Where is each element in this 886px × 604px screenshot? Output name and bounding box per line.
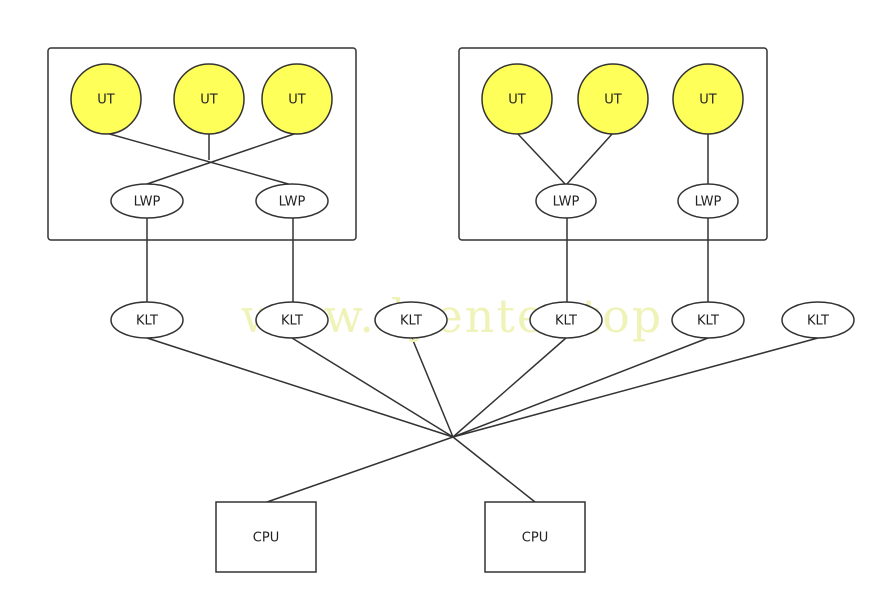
edge-klt1-junction: [146, 337, 454, 438]
klt-node: KLT: [374, 301, 448, 339]
process-box-right: [458, 47, 768, 241]
lwp-label: LWP: [695, 195, 722, 210]
klt-label: KLT: [807, 314, 829, 329]
cpu-label: CPU: [522, 531, 548, 546]
ut-label: UT: [604, 93, 622, 108]
klt-label: KLT: [136, 314, 158, 329]
klt-node: KLT: [671, 301, 745, 339]
lwp-node: LWP: [535, 183, 597, 219]
klt-label: KLT: [697, 314, 719, 329]
lwp-label: LWP: [553, 195, 580, 210]
connector-lines: [105, 132, 819, 503]
cpu-node: CPU: [484, 501, 586, 573]
cpu-node: CPU: [215, 501, 317, 573]
lwp-node: LWP: [255, 183, 329, 219]
klt-node: KLT: [781, 301, 855, 339]
ut-label: UT: [508, 93, 526, 108]
klt-label: KLT: [281, 314, 303, 329]
edge-ut3-lwp1: [146, 132, 298, 185]
klt-label: KLT: [555, 314, 577, 329]
lwp-node: LWP: [677, 183, 739, 219]
edge-klt5-junction: [452, 337, 709, 438]
ut-node: UT: [672, 63, 744, 135]
klt-node: KLT: [529, 301, 603, 339]
lwp-label: LWP: [134, 195, 161, 210]
ut-label: UT: [200, 93, 218, 108]
lwp-label: LWP: [279, 195, 306, 210]
klt-node: KLT: [255, 301, 329, 339]
ut-node: UT: [481, 63, 553, 135]
edge-klt2-junction: [291, 337, 454, 438]
ut-node: UT: [70, 63, 142, 135]
ut-label: UT: [699, 93, 717, 108]
klt-node: KLT: [110, 301, 184, 339]
edge-junction-cpu1: [266, 436, 454, 503]
edge-klt6-junction: [452, 337, 819, 438]
ut-label: UT: [97, 93, 115, 108]
edge-klt3-junction: [411, 337, 454, 438]
edge-ut4-lwp3: [516, 132, 567, 186]
edge-ut5-lwp3: [565, 132, 614, 186]
edge-klt4-junction: [452, 337, 567, 438]
ut-label: UT: [288, 93, 306, 108]
cpu-label: CPU: [253, 531, 279, 546]
lwp-node: LWP: [110, 183, 184, 219]
edge-junction-cpu2: [452, 436, 536, 503]
ut-node: UT: [173, 63, 245, 135]
process-box-left: [47, 47, 357, 241]
ut-node: UT: [261, 63, 333, 135]
ut-node: UT: [577, 63, 649, 135]
edge-ut1-lwp2: [105, 132, 293, 186]
klt-label: KLT: [400, 314, 422, 329]
